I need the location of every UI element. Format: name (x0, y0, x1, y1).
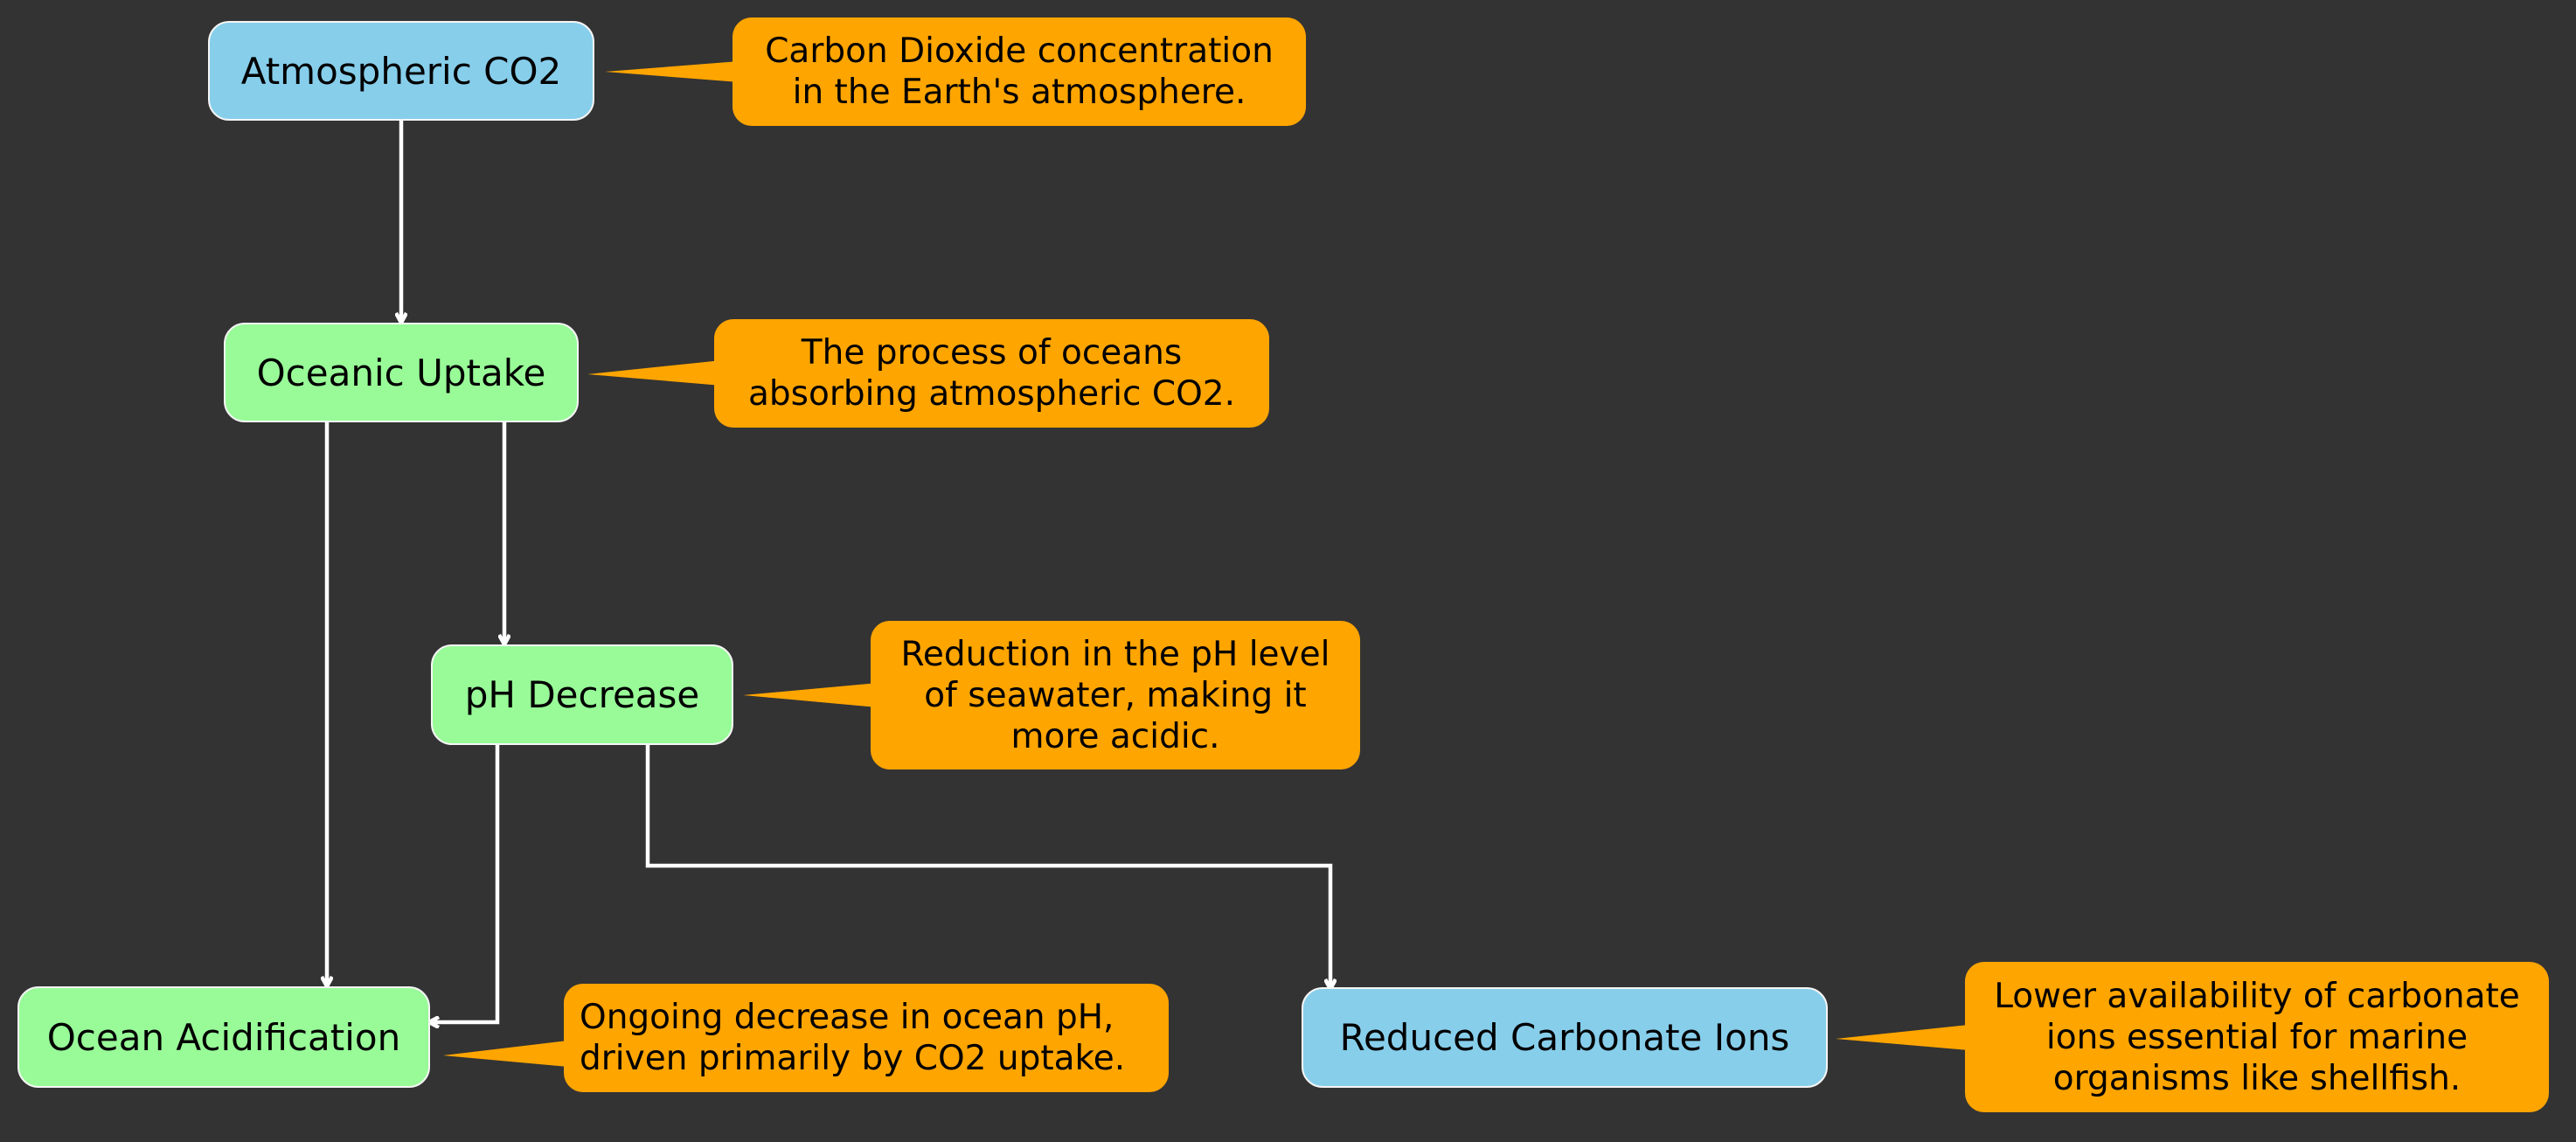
note-oceanic-uptake: The process of oceans absorbing atmosphe… (714, 319, 1269, 428)
edge-ph-to-acidification (430, 745, 500, 1022)
node-ocean-acidification: Ocean Acidification (17, 986, 430, 1088)
note-line: Reduction in the pH level (900, 634, 1330, 674)
node-atmospheric-co2: Atmospheric CO2 (208, 21, 594, 121)
note-pointer-oceanic-uptake (587, 360, 722, 386)
node-reduced-carbonate-ions: Reduced Carbonate Ions (1302, 987, 1828, 1088)
node-label-ocean-acidification: Ocean Acidification (46, 1015, 401, 1059)
note-line: Lower availability of carbonate (1994, 976, 2520, 1016)
note-line: of seawater, making it (924, 675, 1307, 715)
note-pointer-ocean-acidification (443, 1041, 568, 1067)
note-line: organisms like shellfish. (2052, 1058, 2461, 1098)
node-label-atmospheric-co2: Atmospheric CO2 (240, 49, 562, 93)
node-oceanic-uptake: Oceanic Uptake (224, 323, 579, 422)
note-line: absorbing atmospheric CO2. (747, 374, 1235, 414)
note-reduced-carbonate-ions: Lower availability of carbonate ions ess… (1965, 962, 2549, 1112)
note-pointer-ph-decrease (743, 683, 878, 707)
note-atmospheric-co2: Carbon Dioxide concentration in the Eart… (733, 17, 1306, 126)
node-ph-decrease: pH Decrease (431, 644, 733, 745)
note-line: driven primarily by CO2 uptake. (580, 1039, 1126, 1078)
note-line: more acidic. (1010, 716, 1220, 756)
note-pointer-reduced-carbonate-ions (1836, 1025, 1968, 1050)
note-line: Carbon Dioxide concentration (765, 31, 1274, 71)
note-ocean-acidification: Ongoing decrease in ocean pH, driven pri… (564, 984, 1169, 1092)
note-pointer-atmospheric-co2 (605, 61, 739, 82)
edge-ph-to-carbonate (645, 745, 1330, 988)
note-line: in the Earth's atmosphere. (792, 73, 1246, 112)
node-label-ph-decrease: pH Decrease (464, 673, 700, 716)
note-line: ions essential for marine (2045, 1017, 2468, 1057)
node-label-oceanic-uptake: Oceanic Uptake (256, 351, 546, 394)
note-ph-decrease: Reduction in the pH level of seawater, m… (871, 621, 1360, 769)
note-line: The process of oceans (801, 333, 1183, 373)
node-label-reduced-carbonate-ions: Reduced Carbonate Ions (1339, 1016, 1790, 1059)
note-line: Ongoing decrease in ocean pH, (580, 998, 1114, 1037)
